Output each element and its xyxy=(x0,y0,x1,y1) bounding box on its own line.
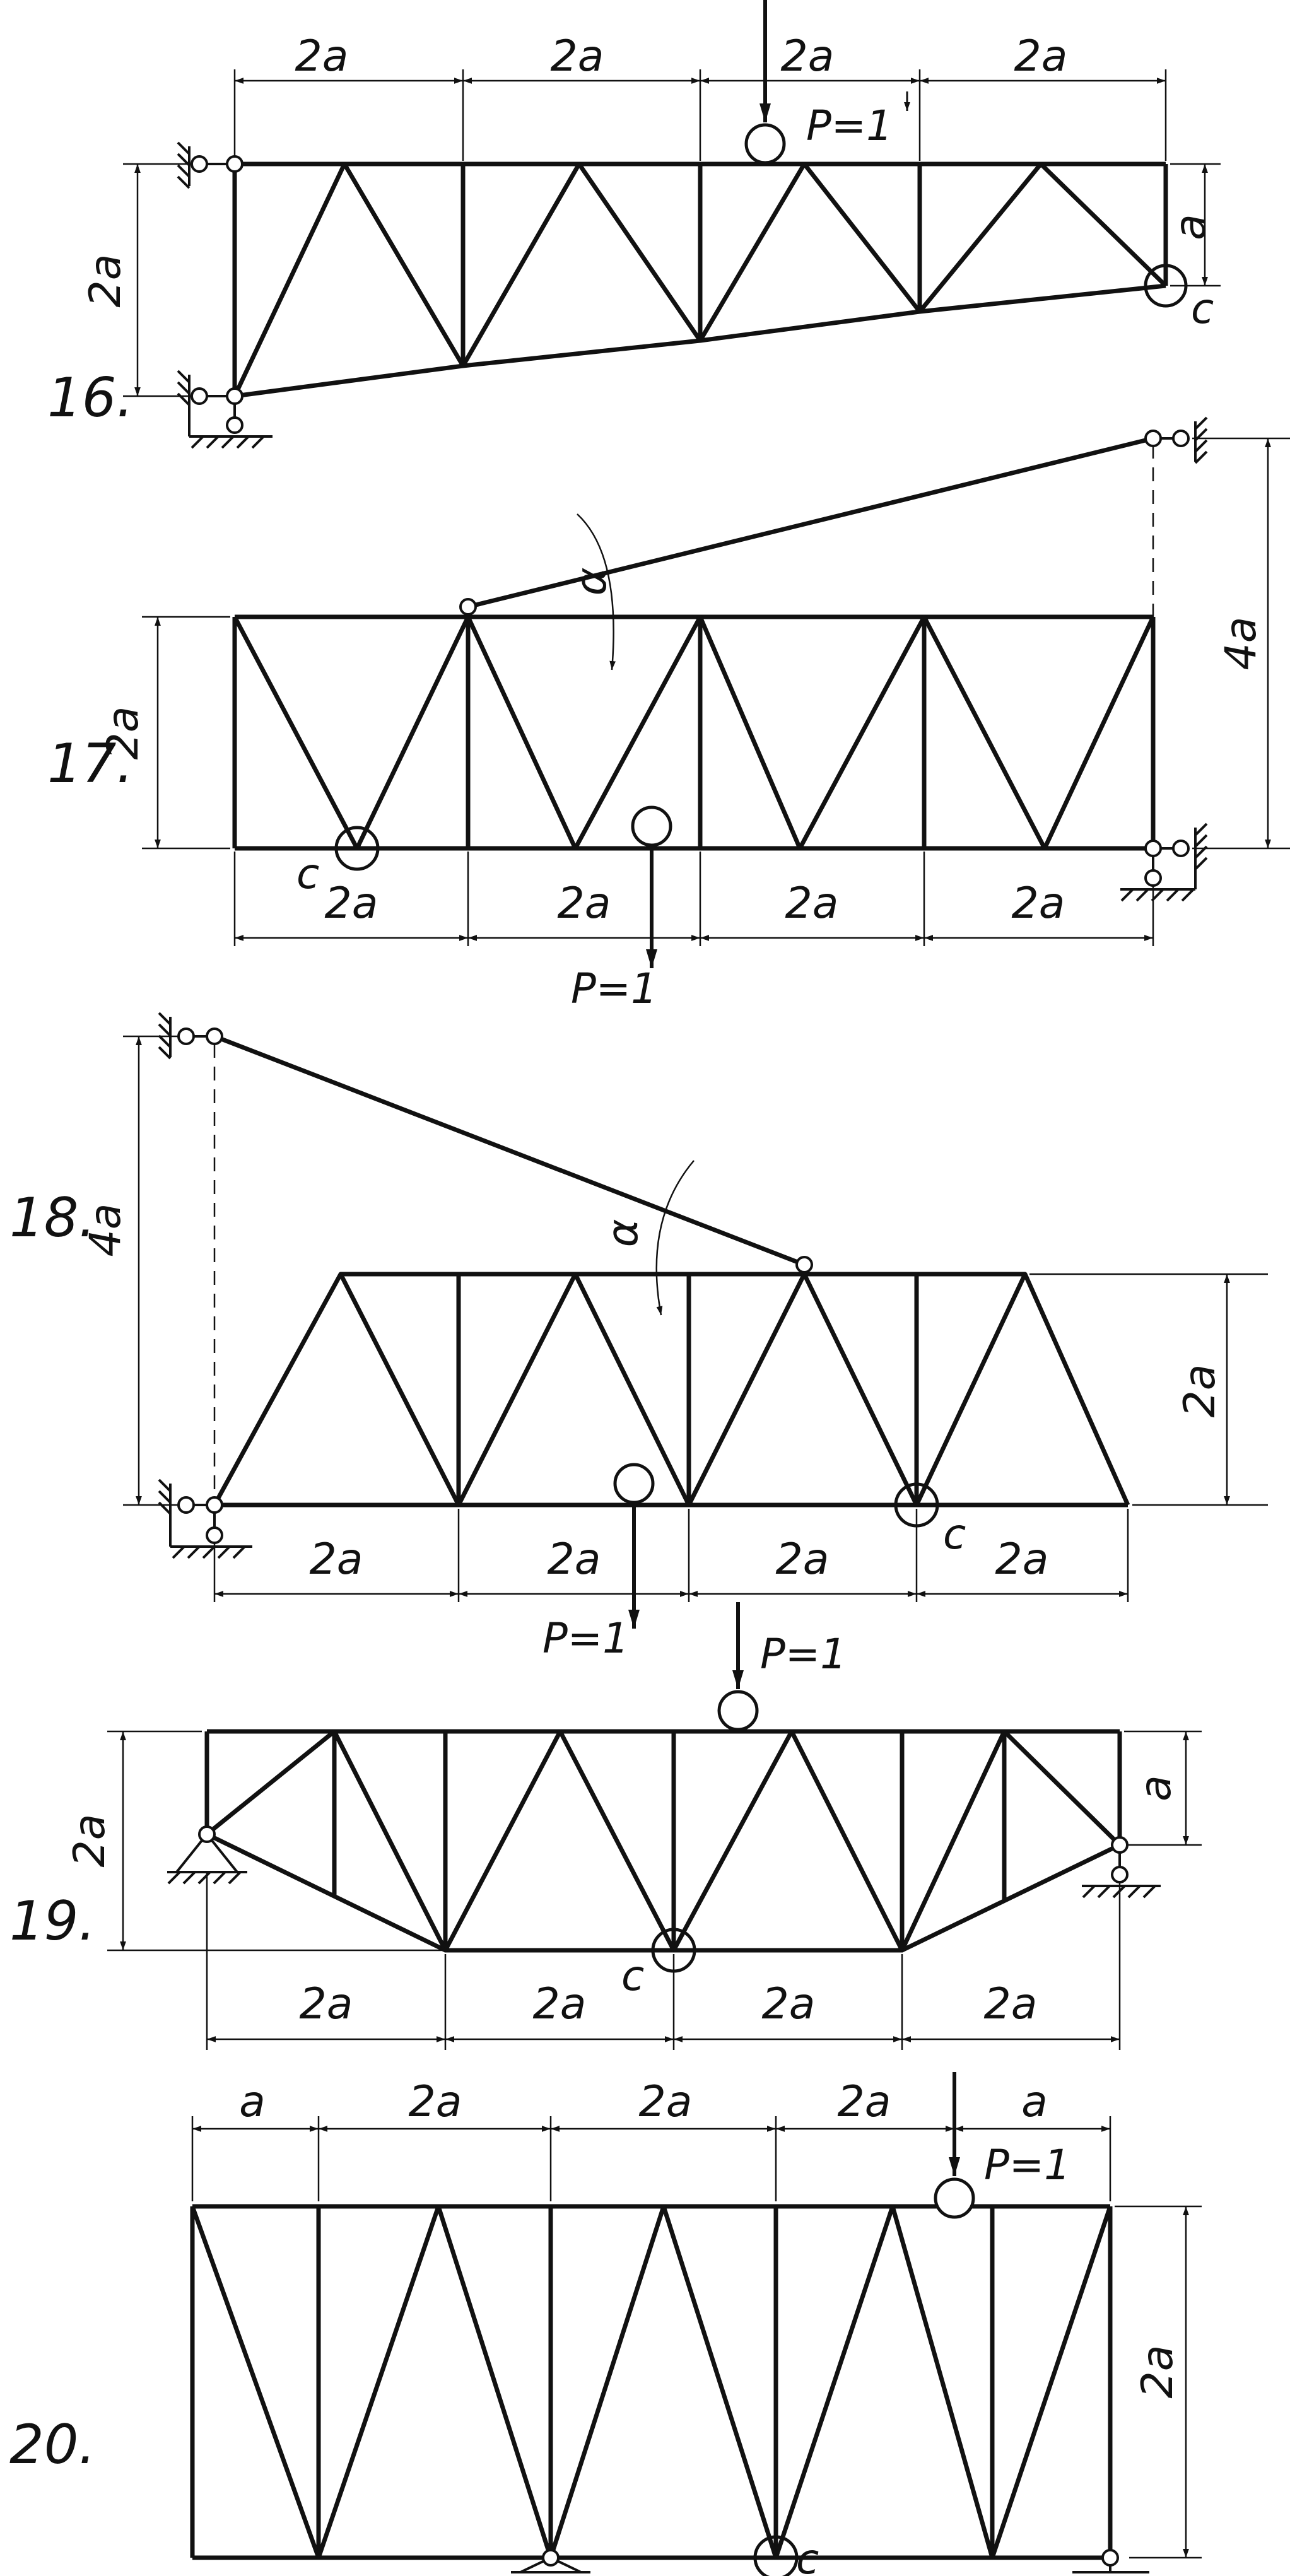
problem-19 xyxy=(107,1602,1202,2050)
supports-20 xyxy=(511,2549,1149,2573)
load-18 xyxy=(613,1463,655,1629)
labels-16: 16. 2a 2a 2a 2a 2a a P=1 c xyxy=(47,32,1216,430)
problem-number-19: 19. xyxy=(9,1890,96,1953)
load-20 xyxy=(934,2072,975,2219)
dim-bottom-18-4: 2a xyxy=(995,1535,1049,1584)
dim-top-16-4: 2a xyxy=(1014,32,1068,81)
supports-18 xyxy=(158,1012,813,1559)
truss-20 xyxy=(190,2204,1113,2560)
truss-19 xyxy=(204,1729,1122,1953)
load-19 xyxy=(717,1602,759,1731)
problem-number-17: 17. xyxy=(47,732,134,795)
supports-19 xyxy=(167,1825,1161,1899)
dim-side-18-1: 4a xyxy=(81,1203,131,1257)
supports-16 xyxy=(177,141,273,449)
dimensions-16 xyxy=(123,69,1221,397)
node-label-18: c xyxy=(943,1510,966,1559)
dimensions-18 xyxy=(123,1035,1268,1602)
node-c-16 xyxy=(1144,264,1188,308)
dim-bottom-18-3: 2a xyxy=(776,1535,830,1584)
truss-17 xyxy=(232,436,1156,851)
truss-18 xyxy=(212,1034,1130,1508)
dim-side-20-1: 2a xyxy=(1133,2345,1183,2399)
truss-16 xyxy=(232,161,1168,399)
dim-top-20-1: a xyxy=(239,2077,266,2127)
problem-16 xyxy=(123,0,1221,449)
labels-19: 19. 2a 2a 2a 2a 2a a P=1 c xyxy=(9,1630,1181,2029)
problem-18 xyxy=(123,1012,1268,1629)
supports-17 xyxy=(459,416,1208,902)
problem-17 xyxy=(142,416,1290,968)
angle-label-17: α xyxy=(566,568,616,596)
labels-18: 18. 2a 2a 2a 2a 4a 2a P=1 c α xyxy=(9,1186,1225,1663)
dimensions-19 xyxy=(107,1730,1202,2050)
dim-bottom-19-2: 2a xyxy=(533,1979,587,2029)
node-c-19 xyxy=(651,1928,696,1973)
dim-side-17-1: 2a xyxy=(98,706,148,760)
load-17 xyxy=(631,805,672,968)
dim-bottom-18-2: 2a xyxy=(548,1535,601,1584)
dim-bottom-17-4: 2a xyxy=(1012,879,1065,928)
dim-side-16-2: a xyxy=(1166,214,1216,240)
node-label-19: c xyxy=(621,1952,644,2000)
node-label-17: c xyxy=(296,850,319,898)
dim-side-19-1: 2a xyxy=(65,1814,115,1868)
dim-bottom-19-1: 2a xyxy=(300,1979,353,2029)
dim-top-16-3: 2a xyxy=(781,32,835,81)
load-label-16: P=1 xyxy=(806,102,893,150)
load-16 xyxy=(744,0,910,165)
labels-17: 17. 2a 2a 2a 2a 2a 4a P=1 c α xyxy=(47,568,1266,1013)
dimensions-17 xyxy=(142,437,1290,946)
dim-bottom-17-1: 2a xyxy=(325,879,378,928)
dim-top-20-3: 2a xyxy=(639,2077,693,2127)
dim-bottom-17-3: 2a xyxy=(785,879,839,928)
problem-number-20: 20. xyxy=(9,2413,96,2476)
dim-top-16-2: 2a xyxy=(551,32,604,81)
dim-side-16-1: 2a xyxy=(81,254,131,308)
dim-top-20-2: 2a xyxy=(409,2077,462,2127)
problem-20 xyxy=(190,2072,1202,2576)
load-label-17: P=1 xyxy=(571,964,657,1013)
dim-bottom-19-3: 2a xyxy=(762,1979,816,2029)
dim-top-20-4: 2a xyxy=(838,2077,891,2127)
node-c-20 xyxy=(753,2535,799,2576)
node-c-17 xyxy=(334,826,380,871)
angle-label-18: α xyxy=(598,1219,648,1248)
dimensions-20 xyxy=(191,2116,1202,2559)
load-label-18: P=1 xyxy=(542,1614,629,1663)
dim-top-20-5: a xyxy=(1021,2077,1048,2127)
problem-number-18: 18. xyxy=(9,1186,96,1250)
dim-bottom-19-4: 2a xyxy=(984,1979,1038,2029)
node-label-20: c xyxy=(796,2535,819,2576)
problem-number-16: 16. xyxy=(47,366,134,430)
labels-20: 20. a 2a 2a 2a a 2a P=1 c xyxy=(9,2077,1183,2576)
node-label-16: c xyxy=(1191,284,1214,333)
dim-top-16-1: 2a xyxy=(295,32,349,81)
load-label-19: P=1 xyxy=(760,1630,847,1678)
node-c-18 xyxy=(894,1482,939,1528)
load-label-20: P=1 xyxy=(984,2141,1070,2189)
dim-side-19-2: a xyxy=(1131,1775,1181,1801)
dim-bottom-17-2: 2a xyxy=(558,879,611,928)
dim-side-18-2: 2a xyxy=(1175,1364,1225,1418)
dim-bottom-18-1: 2a xyxy=(310,1535,363,1584)
dim-side-17-2: 4a xyxy=(1216,617,1266,670)
